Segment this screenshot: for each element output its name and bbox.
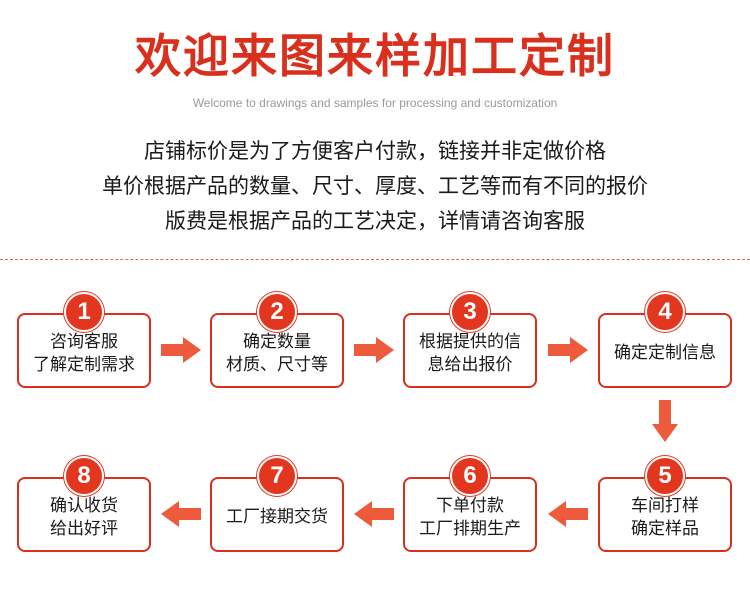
step-7-line-1: 工厂接期交货 [226, 507, 328, 527]
arrow-left-icon [548, 501, 588, 527]
step-5-line-1: 车间打样 [631, 495, 699, 516]
step-1-line-2: 了解定制需求 [33, 354, 135, 375]
dashed-divider [0, 259, 750, 260]
step-5-line-2: 确定样品 [631, 518, 699, 539]
step-8-line-2: 给出好评 [50, 518, 118, 539]
step-6-line-1: 下单付款 [436, 495, 504, 516]
step-3-badge: 3 [450, 292, 490, 332]
description-line-1: 店铺标价是为了方便客户付款，链接并非定做价格 [144, 139, 606, 163]
step-3-line-2: 息给出报价 [427, 354, 513, 375]
step-7-badge: 7 [257, 456, 297, 496]
step-6-badge: 6 [450, 456, 490, 496]
step-2-badge: 2 [257, 292, 297, 332]
description-line-3: 版费是根据产品的工艺决定，详情请咨询客服 [165, 209, 585, 233]
description-line-2: 单价根据产品的数量、尺寸、厚度、工艺等而有不同的报价 [102, 174, 648, 198]
step-2-line-1: 确定数量 [243, 331, 311, 352]
step-4-badge: 4 [645, 292, 685, 332]
arrow-right-icon [354, 337, 394, 363]
step-8-badge: 8 [64, 456, 104, 496]
arrow-left-icon [354, 501, 394, 527]
step-1-line-1: 咨询客服 [50, 331, 118, 352]
page-title: 欢迎来图来样加工定制 [135, 29, 615, 83]
step-2-line-2: 材质、尺寸等 [226, 354, 328, 375]
arrow-left-icon [161, 501, 201, 527]
page-subtitle: Welcome to drawings and samples for proc… [192, 96, 558, 110]
step-4-line-1: 确定定制信息 [614, 343, 716, 363]
arrow-down-icon [652, 400, 678, 442]
step-1-badge: 1 [64, 292, 104, 332]
step-3-line-1: 根据提供的信 [419, 331, 521, 352]
step-8-line-1: 确认收货 [50, 495, 118, 516]
step-6-line-2: 工厂排期生产 [419, 518, 521, 539]
step-5-badge: 5 [645, 456, 685, 496]
arrow-right-icon [161, 337, 201, 363]
arrow-right-icon [548, 337, 588, 363]
